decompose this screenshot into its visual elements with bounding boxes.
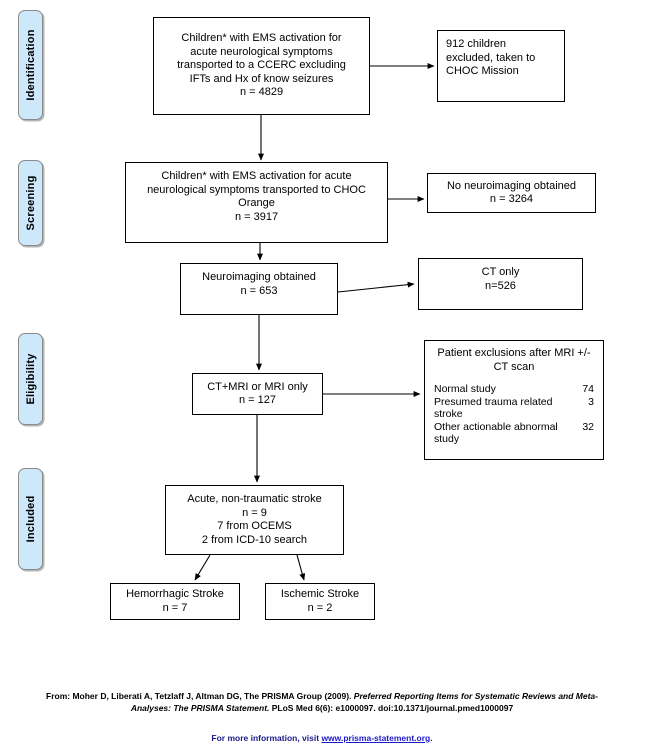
box-screening-main[interactable]: Children* with EMS activation for acute … — [125, 162, 388, 243]
arrow-included-to-hemorrhagic — [194, 554, 211, 581]
box-ischemic-stroke-text: Ischemic Stroke n = 2 — [280, 588, 360, 614]
exclusion-row-name: Presumed trauma related stroke — [434, 395, 553, 421]
box-included-main-text: Acute, non-traumatic stroke n = 9 7 from… — [187, 493, 322, 546]
footer-citation-part2: PLoS Med 6(6): e1000097. doi:10.1371/jou… — [271, 703, 514, 713]
footer-more-info-prefix: For more information, visit — [211, 733, 322, 743]
box-included-main[interactable]: Acute, non-traumatic stroke n = 9 7 from… — [165, 485, 344, 555]
box-identification-main-text: Children* with EMS activation for acute … — [177, 32, 346, 99]
footer-more-info-suffix: . — [430, 733, 433, 743]
stage-tab-screening-label: Screening — [24, 175, 37, 231]
exclusion-row: Presumed trauma related stroke 3 — [434, 396, 594, 421]
box-neuroimaging-obtained-text: Neuroimaging obtained n = 653 — [202, 271, 316, 297]
stage-tab-identification[interactable]: Identification — [18, 10, 43, 120]
stage-tab-included-label: Included — [24, 495, 37, 543]
box-eligibility-main[interactable]: CT+MRI or MRI only n = 127 — [192, 373, 323, 415]
prisma-statement-link[interactable]: www.prisma-statement.org — [321, 733, 431, 743]
box-ct-only-text: CT only n=526 — [481, 266, 520, 292]
footer-citation-prefix: From: — [46, 691, 73, 701]
exclusion-row-count: 32 — [582, 420, 594, 433]
box-neuroimaging-obtained[interactable]: Neuroimaging obtained n = 653 — [180, 263, 338, 315]
exclusion-row-name: Other actionable abnormal study — [434, 420, 558, 446]
exclusion-row: Other actionable abnormal study 32 — [434, 421, 594, 446]
box-no-neuroimaging[interactable]: No neuroimaging obtained n = 3264 — [427, 173, 596, 213]
stage-tab-eligibility-label: Eligibility — [24, 353, 37, 405]
stage-tab-included[interactable]: Included — [18, 468, 43, 570]
box-identification-excluded-text: 912 children excluded, taken to CHOC Mis… — [446, 38, 536, 77]
box-hemorrhagic-stroke[interactable]: Hemorrhagic Stroke n = 7 — [110, 583, 240, 620]
footer-more-info: For more information, visit www.prisma-s… — [42, 733, 602, 743]
panel-patient-exclusions[interactable]: Patient exclusions after MRI +/- CT scan… — [424, 340, 604, 460]
box-hemorrhagic-stroke-text: Hemorrhagic Stroke n = 7 — [126, 588, 224, 614]
box-eligibility-main-text: CT+MRI or MRI only n = 127 — [207, 380, 308, 407]
box-no-neuroimaging-text: No neuroimaging obtained n = 3264 — [446, 179, 577, 206]
exclusion-row-name: Normal study — [434, 383, 496, 395]
footer-citation-part1: Moher D, Liberati A, Tetzlaff J, Altman … — [72, 691, 354, 701]
box-identification-main[interactable]: Children* with EMS activation for acute … — [153, 17, 370, 115]
box-ischemic-stroke[interactable]: Ischemic Stroke n = 2 — [265, 583, 375, 620]
box-ct-only[interactable]: CT only n=526 — [418, 258, 583, 310]
stage-tab-eligibility[interactable]: Eligibility — [18, 333, 43, 425]
exclusion-row: Normal study 74 — [434, 383, 594, 396]
panel-patient-exclusions-title: Patient exclusions after MRI +/- CT scan — [437, 347, 591, 373]
footer-citation-italic: Preferred Reporting Items for Systematic… — [130, 691, 598, 713]
box-screening-main-text: Children* with EMS activation for acute … — [147, 170, 366, 223]
arrow-included-to-ischemic — [296, 554, 306, 581]
exclusion-row-count: 74 — [582, 383, 594, 395]
stage-tab-screening[interactable]: Screening — [18, 160, 43, 246]
exclusion-row-count: 3 — [588, 395, 594, 408]
stage-tab-identification-label: Identification — [24, 29, 37, 101]
box-identification-excluded[interactable]: 912 children excluded, taken to CHOC Mis… — [437, 30, 565, 102]
footer-citation: From: Moher D, Liberati A, Tetzlaff J, A… — [42, 690, 602, 714]
arrow-neuroimaging-to-ct-only — [337, 281, 415, 293]
